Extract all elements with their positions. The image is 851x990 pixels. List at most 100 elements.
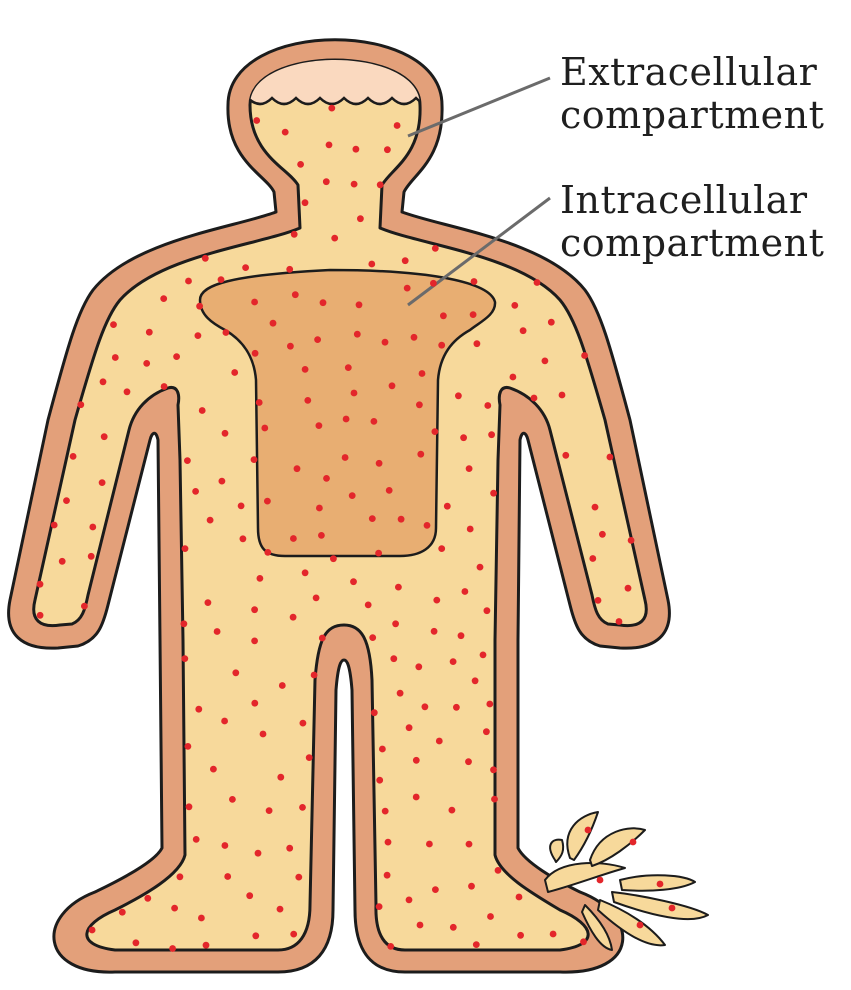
solute-dot — [343, 416, 350, 423]
intracellular-label-line1: Intracellular — [560, 180, 808, 220]
solute-dot — [286, 845, 293, 852]
solute-dot — [450, 658, 457, 665]
solute-dot — [438, 342, 445, 349]
solute-dot — [143, 360, 150, 367]
solute-dot — [214, 628, 221, 635]
solute-dot — [160, 295, 167, 302]
solute-dot — [548, 319, 555, 326]
solute-dot — [430, 280, 437, 287]
solute-dot — [161, 383, 168, 390]
solute-dot — [353, 146, 360, 153]
solute-dot — [470, 311, 477, 318]
solute-dot — [186, 803, 193, 810]
solute-dot — [357, 215, 364, 222]
solute-dot — [657, 881, 664, 888]
solute-dot — [562, 452, 569, 459]
solute-dot — [193, 836, 200, 843]
solute-dot — [171, 905, 178, 912]
intracellular-label-line2: compartment — [560, 223, 824, 263]
solute-dot — [637, 922, 644, 929]
solute-dot — [287, 343, 294, 350]
solute-dot — [466, 465, 473, 472]
solute-dot — [198, 915, 205, 922]
solute-dot — [607, 454, 614, 461]
solute-dot — [185, 743, 192, 750]
solute-dot — [422, 703, 429, 710]
solute-dot — [580, 938, 587, 945]
solute-dot — [292, 291, 299, 298]
solute-dot — [426, 841, 433, 848]
solute-dot — [406, 897, 413, 904]
solute-dot — [416, 401, 423, 408]
solute-dot — [585, 827, 592, 834]
solute-dot — [398, 516, 405, 523]
solute-dot — [330, 555, 337, 562]
solute-dot — [369, 634, 376, 641]
solute-dot — [229, 796, 236, 803]
solute-dot — [371, 418, 378, 425]
solute-dot — [257, 575, 264, 582]
solute-dot — [369, 515, 376, 522]
solute-dot — [218, 276, 225, 283]
solute-dot — [488, 431, 495, 438]
solute-dot — [531, 395, 538, 402]
solute-dot — [628, 537, 635, 544]
solute-dot — [110, 321, 117, 328]
solute-dot — [294, 465, 301, 472]
solute-dot — [253, 117, 260, 124]
solute-dot — [77, 401, 84, 408]
solute-dot — [326, 142, 333, 149]
solute-dot — [592, 504, 599, 511]
solute-dot — [270, 320, 277, 327]
solute-dot — [486, 701, 493, 708]
solute-dot — [210, 766, 217, 773]
solute-dot — [297, 161, 304, 168]
solute-dot — [70, 453, 77, 460]
solute-dot — [581, 352, 588, 359]
solute-dot — [173, 353, 180, 360]
solute-dot — [413, 794, 420, 801]
solute-dot — [431, 628, 438, 635]
solute-dot — [406, 724, 413, 731]
solute-dot — [290, 535, 297, 542]
solute-dot — [465, 758, 472, 765]
solute-dot — [184, 457, 191, 464]
solute-dot — [413, 757, 420, 764]
solute-dot — [185, 278, 192, 285]
solute-dot — [542, 358, 549, 365]
solute-dot — [304, 397, 311, 404]
solute-dot — [460, 434, 467, 441]
solute-dot — [290, 931, 297, 938]
solute-dot — [397, 690, 404, 697]
solute-dot — [415, 663, 422, 670]
solute-dot — [395, 584, 402, 591]
solute-dot — [382, 808, 389, 815]
solute-dot — [462, 588, 469, 595]
solute-dot — [242, 264, 249, 271]
solute-dot — [316, 422, 323, 429]
solute-dot — [223, 329, 230, 336]
solute-dot — [368, 261, 375, 268]
solute-dot — [207, 517, 214, 524]
solute-dot — [264, 549, 271, 556]
solute-dot — [302, 366, 309, 373]
solute-dot — [195, 332, 202, 339]
extracellular-label-line1: Extracellular — [560, 52, 817, 92]
solute-dot — [402, 257, 409, 264]
solute-dot — [490, 490, 497, 497]
solute-dot — [438, 545, 445, 552]
solute-dot — [144, 895, 151, 902]
solute-dot — [345, 364, 352, 371]
solute-dot — [354, 331, 361, 338]
solute-dot — [597, 877, 604, 884]
solute-dot — [474, 340, 481, 347]
solute-dot — [511, 302, 518, 309]
solute-dot — [205, 599, 212, 606]
solute-dot — [375, 550, 382, 557]
solute-dot — [264, 498, 271, 505]
solute-dot — [277, 906, 284, 913]
solute-dot — [432, 428, 439, 435]
solute-dot — [282, 129, 289, 136]
solute-dot — [37, 612, 44, 619]
